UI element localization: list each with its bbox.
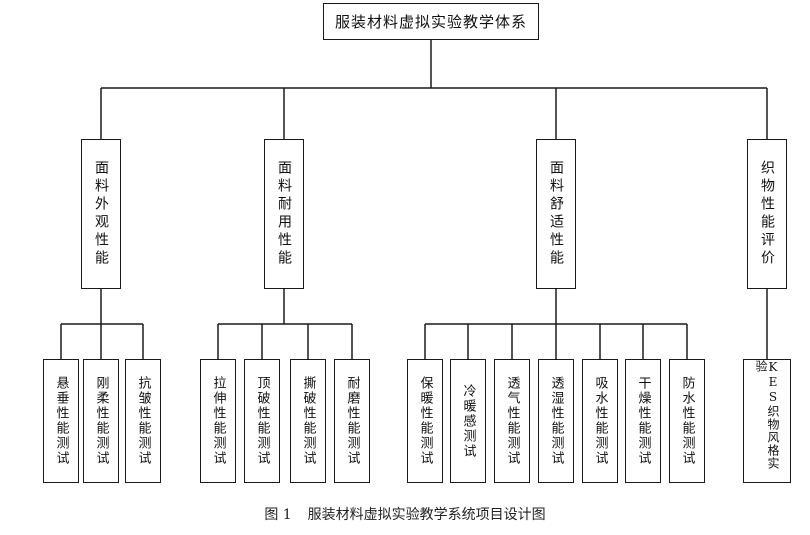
leaf-node-drape-test: 悬垂性能测试 — [43, 359, 79, 483]
leaf-node-cool-warm-test: 冷暖感测试 — [450, 359, 486, 483]
root-node: 服装材料虚拟实验教学体系 — [323, 3, 539, 40]
leaf-label-bursting-test: 顶破性能测试 — [254, 376, 270, 466]
category-label-appearance: 面料外观性能 — [93, 160, 109, 268]
category-label-comfort: 面料舒适性能 — [548, 160, 564, 268]
category-label-durability: 面料耐用性能 — [276, 160, 292, 268]
leaf-node-air-permeability-test: 透气性能测试 — [494, 359, 530, 483]
leaf-label-warmth-test: 保暖性能测试 — [417, 376, 433, 466]
leaf-node-warmth-test: 保暖性能测试 — [407, 359, 443, 483]
leaf-node-bursting-test: 顶破性能测试 — [244, 359, 280, 483]
leaf-label-moisture-permeability-test: 透湿性能测试 — [548, 376, 564, 466]
leaf-node-waterproof-test: 防水性能测试 — [669, 359, 705, 483]
category-node-evaluation: 织物性能评价 — [747, 139, 787, 289]
figure-caption: 图 1 服装材料虚拟实验教学系统项目设计图 — [0, 504, 810, 524]
leaf-label-kes-test: KES织物风格实验 — [754, 360, 780, 470]
leaf-label-cool-warm-test: 冷暖感测试 — [460, 383, 476, 459]
caption-text: 服装材料虚拟实验教学系统项目设计图 — [307, 507, 546, 523]
caption-number: 图 1 — [264, 507, 292, 523]
leaf-label-waterproof-test: 防水性能测试 — [679, 376, 695, 466]
leaf-label-tensile-test: 拉伸性能测试 — [210, 376, 226, 466]
leaf-node-moisture-permeability-test: 透湿性能测试 — [538, 359, 574, 483]
leaf-label-wrinkle-test: 抗皱性能测试 — [135, 376, 151, 466]
category-node-appearance: 面料外观性能 — [81, 139, 121, 289]
leaf-node-tensile-test: 拉伸性能测试 — [200, 359, 236, 483]
leaf-label-tearing-test: 撕破性能测试 — [300, 376, 316, 466]
leaf-label-stiffness-test: 刚柔性能测试 — [93, 376, 109, 466]
leaf-node-wrinkle-test: 抗皱性能测试 — [125, 359, 161, 483]
category-node-comfort: 面料舒适性能 — [536, 139, 576, 289]
leaf-node-drying-test: 干燥性能测试 — [625, 359, 661, 483]
category-label-evaluation: 织物性能评价 — [759, 160, 775, 268]
category-node-durability: 面料耐用性能 — [264, 139, 304, 289]
leaf-label-absorbency-test: 吸水性能测试 — [592, 376, 608, 466]
leaf-node-tearing-test: 撕破性能测试 — [290, 359, 326, 483]
root-title: 服装材料虚拟实验教学体系 — [334, 13, 527, 31]
leaf-label-drape-test: 悬垂性能测试 — [53, 376, 69, 466]
leaf-label-abrasion-test: 耐磨性能测试 — [344, 376, 360, 466]
leaf-node-abrasion-test: 耐磨性能测试 — [334, 359, 370, 483]
leaf-node-kes-test: KES织物风格实验 — [743, 359, 791, 483]
leaf-label-drying-test: 干燥性能测试 — [635, 376, 651, 466]
leaf-node-stiffness-test: 刚柔性能测试 — [83, 359, 119, 483]
leaf-label-air-permeability-test: 透气性能测试 — [504, 376, 520, 466]
leaf-node-absorbency-test: 吸水性能测试 — [582, 359, 618, 483]
